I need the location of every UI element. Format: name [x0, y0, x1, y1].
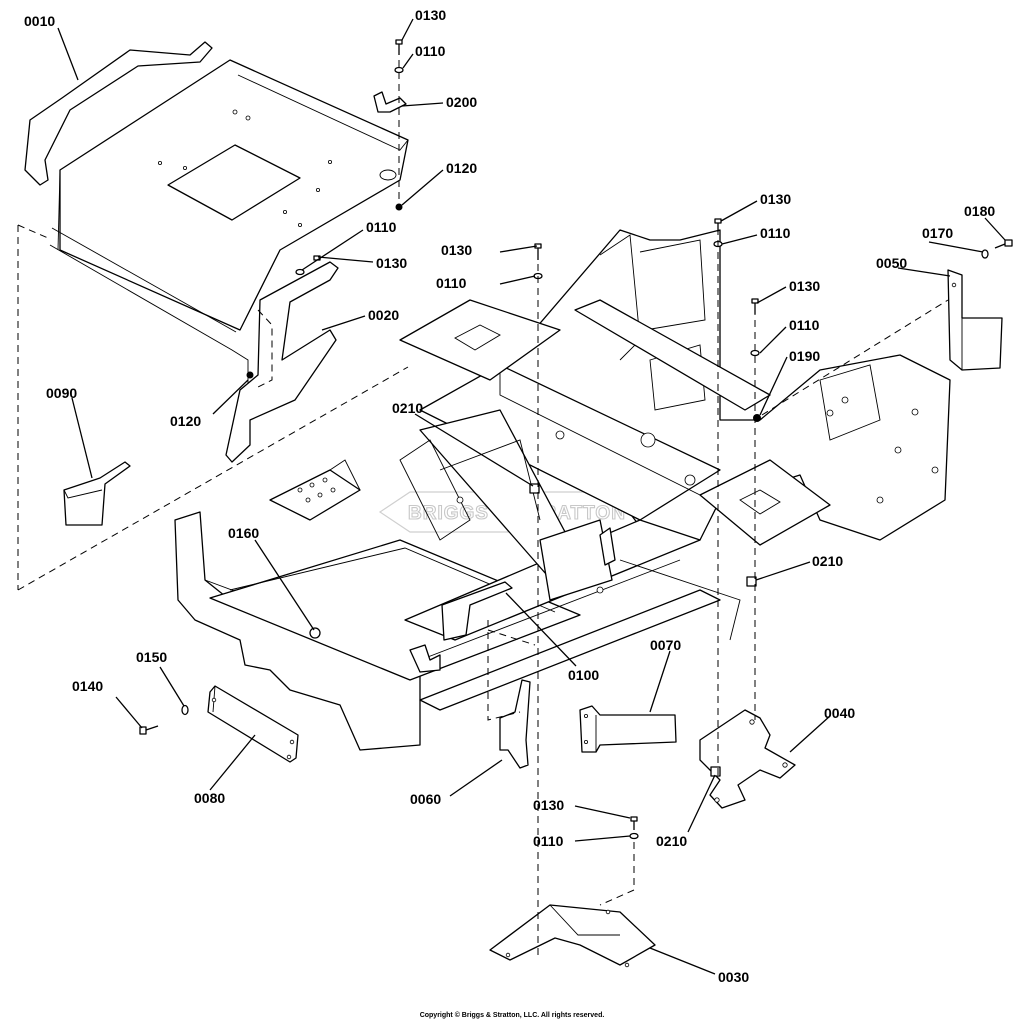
callout-0210-bottom: 0210: [656, 833, 687, 849]
part-0060-vertical-bracket: [499, 679, 531, 769]
callout-0170: 0170: [922, 225, 953, 241]
washer-0110-a: [394, 66, 404, 74]
callout-0100: 0100: [568, 667, 599, 683]
part-0010-top-cover: [49, 59, 409, 390]
callout-labels: 0010 0130 0110 0200 0120 0110 0130 0020 …: [24, 7, 995, 985]
callout-0120-side: 0120: [170, 413, 201, 429]
callout-0110-top: 0110: [415, 43, 446, 59]
part-0080-plate: [207, 685, 299, 763]
bolt-0180: [994, 239, 1013, 249]
callout-0130-bottom: 0130: [533, 797, 564, 813]
nut-0120-a: [395, 203, 403, 211]
washer-0110-d: [750, 349, 760, 357]
washer-0170: [981, 249, 989, 259]
clip-nut-0210-c: [710, 766, 721, 777]
clip-nut-0210-b: [746, 576, 757, 587]
callout-0020: 0020: [368, 307, 399, 323]
callout-0110-rear: 0110: [789, 317, 820, 333]
callout-0210-mid: 0210: [392, 400, 423, 416]
callout-0130-right: 0130: [760, 191, 791, 207]
callout-0080: 0080: [194, 790, 225, 806]
callout-0140: 0140: [72, 678, 103, 694]
callout-0130-top: 0130: [415, 7, 446, 23]
copyright-notice: Copyright © Briggs & Stratton, LLC. All …: [419, 1012, 605, 1019]
part-0090-small-bracket: [63, 461, 131, 526]
part-0100-bracket: [441, 581, 513, 641]
washer-0110-e: [629, 832, 639, 840]
washer-0110-f: [295, 268, 305, 276]
callout-0090: 0090: [46, 385, 77, 401]
part-0200-clip: [373, 91, 407, 113]
callout-0030: 0030: [718, 969, 749, 985]
callout-0180: 0180: [964, 203, 995, 219]
nut-0190: [753, 414, 761, 422]
part-0050-side-cover: [947, 269, 1003, 371]
callout-0110-side: 0110: [366, 219, 397, 235]
callout-0110-right: 0110: [760, 225, 791, 241]
assembly-dashed-lines: [17, 60, 949, 960]
bolt-0130-top: [395, 39, 403, 55]
callout-0120-top: 0120: [446, 160, 477, 176]
part-main-frame: [174, 229, 951, 751]
callout-0130-rear: 0130: [789, 278, 820, 294]
part-0040-lower-bracket: [699, 709, 796, 809]
bolt-0140: [139, 725, 159, 735]
callout-0110-mid: 0110: [436, 275, 467, 291]
callout-0010: 0010: [24, 13, 55, 29]
bolt-0130-bottom: [630, 816, 638, 830]
nut-0160: [309, 627, 321, 639]
callout-0060: 0060: [410, 791, 441, 807]
callout-leaders: [57, 18, 1006, 975]
washer-0150: [181, 704, 189, 716]
callout-0040: 0040: [824, 705, 855, 721]
callout-0110-bottom: 0110: [533, 833, 564, 849]
callout-0050: 0050: [876, 255, 907, 271]
callout-0160: 0160: [228, 525, 259, 541]
nut-0120-b: [246, 371, 254, 379]
callout-0210-right: 0210: [812, 553, 843, 569]
callout-0130-mid: 0130: [441, 242, 472, 258]
part-0030-bottom-shield: [489, 904, 656, 968]
callout-0070: 0070: [650, 637, 681, 653]
callout-0190: 0190: [789, 348, 820, 364]
part-0010-side-bracket: [24, 41, 213, 186]
part-0020-side-panel: [225, 261, 339, 463]
clip-nut-0210-a: [529, 483, 540, 494]
callout-0200: 0200: [446, 94, 477, 110]
callout-0130-side: 0130: [376, 255, 407, 271]
callout-0150: 0150: [136, 649, 167, 665]
part-0070-channel-bracket: [579, 705, 677, 753]
